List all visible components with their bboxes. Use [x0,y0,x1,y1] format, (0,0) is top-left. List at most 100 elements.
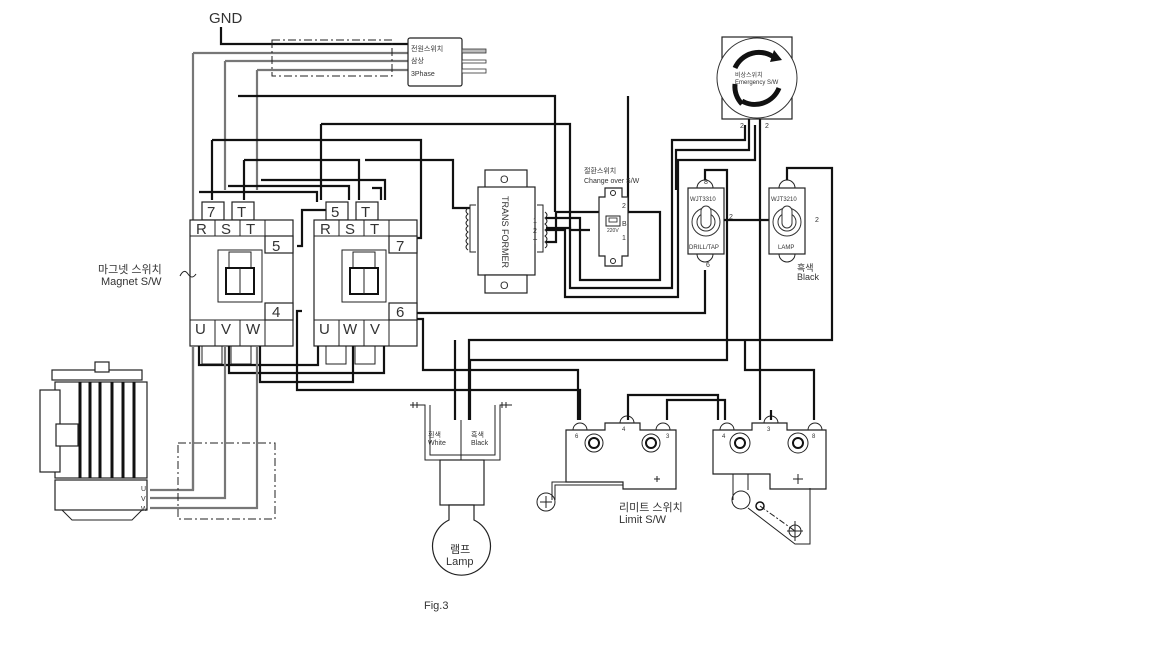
lamp[interactable]: 흰색 White 흑색 Black 램프 Lamp [410,402,512,576]
svg-text:3: 3 [666,434,670,440]
svg-text:2: 2 [533,228,537,235]
wire-t-transformer [365,158,470,210]
wire-t-bridge [244,158,361,200]
svg-text:T: T [533,239,538,246]
term-r: R [196,221,207,238]
black-wire-label-ko: 흑색 [797,262,814,273]
svg-text:R: R [320,221,331,238]
svg-text:3: 3 [767,427,771,433]
tilde-icon [179,270,197,278]
tap1-wire [546,210,662,282]
svg-text:W: W [141,506,148,513]
tap2-wire [546,125,747,290]
svg-text:전원스위치: 전원스위치 [411,44,443,53]
tap2b-wire [546,125,757,299]
limit-switch-left[interactable]: 6 4 3 [536,415,677,512]
svg-text:Lamp: Lamp [446,556,474,568]
plug-pin-1 [461,48,487,54]
svg-text:V: V [141,496,146,503]
figure-caption: Fig.3 [424,600,448,612]
svg-text:T: T [361,204,370,221]
svg-text:WJT3310: WJT3310 [690,197,716,203]
magnet-switch-right[interactable]: 5 T R S T 7 6 U W V [313,201,418,347]
tapT-wire [546,96,630,244]
limit-label-en: Limit S/W [619,514,667,526]
change-over-switch[interactable]: 절환스위치 Change over S/W 220V 2 B 1 [584,166,640,267]
lamp-to-limit-wire [743,340,816,420]
wire-t-loop [372,186,383,200]
motor[interactable]: U V W [39,361,148,521]
wire-s-bridge [261,178,387,200]
wire-r-left [199,190,319,202]
svg-text:TRANS FORMER: TRANS FORMER [500,196,510,269]
svg-text:S: S [345,221,355,238]
side-terminal-7: 7 [396,238,404,255]
svg-text:6: 6 [575,434,579,440]
magnet-switch-left[interactable]: 7 T R S T 5 4 U V W [189,201,294,347]
reversing-bridge [197,309,582,420]
svg-text:6: 6 [706,262,710,269]
svg-text:B: B [622,221,627,228]
magnet-label-en: Magnet S/W [101,276,162,288]
term-u: U [195,321,206,338]
limit-bridge-2 [665,398,727,420]
svg-text:삼상: 삼상 [411,56,424,65]
svg-text:1: 1 [622,235,626,242]
svg-text:5: 5 [331,204,339,221]
svg-text:220V: 220V [607,228,619,234]
svg-text:O: O [500,280,509,292]
toggle-switch-lamp[interactable]: WJT3210 LAMP 2 [768,179,819,263]
limit-switch-right[interactable]: 4 3 8 [712,415,827,545]
svg-text:비상스위치: 비상스위치 [735,71,763,79]
wire-5-to-5 [297,208,326,248]
svg-text:4: 4 [722,434,726,440]
svg-text:절환스위치: 절환스위치 [584,166,616,175]
cable-shield [271,39,393,77]
power-switch[interactable]: 전원스위치 삼상 3Phase [407,37,487,87]
plug-pin-3 [461,68,487,74]
svg-text:T: T [237,204,246,221]
svg-text:Emergency S/W: Emergency S/W [735,80,779,86]
svg-text:8: 8 [812,434,816,440]
side-terminal-5: 5 [272,238,280,255]
motor-v-feed [150,346,227,500]
svg-text:2: 2 [740,123,744,130]
lamp-toggle-wire [467,166,834,420]
svg-text:Change over S/W: Change over S/W [584,178,640,185]
term-s: S [221,221,231,238]
motor-junction-box [177,442,276,520]
side-terminal-4: 4 [272,304,280,321]
svg-text:1: 1 [533,218,537,225]
term-v: V [221,321,231,338]
svg-text:W: W [343,321,358,338]
gnd-wire [219,27,410,46]
transformer[interactable]: O O TRANS FORMER 1 2 T [465,169,548,294]
svg-text:4: 4 [622,427,626,433]
black-wire-label-en: Black [797,272,820,282]
svg-text:U: U [319,321,330,338]
wire-6-to-limit [417,317,580,420]
magnet-label-ko: 마그넷 스위치 [98,263,162,276]
svg-text:DRILL/TAP: DRILL/TAP [689,245,719,251]
svg-text:LAMP: LAMP [778,245,794,251]
term-t: T [246,221,255,238]
svg-text:2: 2 [729,214,733,221]
svg-text:3Phase: 3Phase [411,71,435,78]
svg-text:2: 2 [765,123,769,130]
wire-top-1 [238,94,557,212]
svg-text:O: O [500,174,509,186]
svg-text:2: 2 [815,217,819,224]
term-w: W [246,321,261,338]
motor-w-feed [150,346,259,510]
contactor-body [217,249,263,303]
svg-text:흑색: 흑색 [471,430,484,439]
svg-text:8: 8 [704,179,708,186]
limit-label-ko: 리미트 스위치 [619,501,683,514]
side-terminal-6: 6 [396,304,404,321]
svg-text:White: White [428,440,446,447]
wire-r-bridge [228,184,351,200]
svg-text:WJT3210: WJT3210 [771,197,797,203]
gnd-label: GND [209,10,243,27]
emergency-switch[interactable]: 비상스위치 Emergency S/W 2 2 [716,36,798,130]
